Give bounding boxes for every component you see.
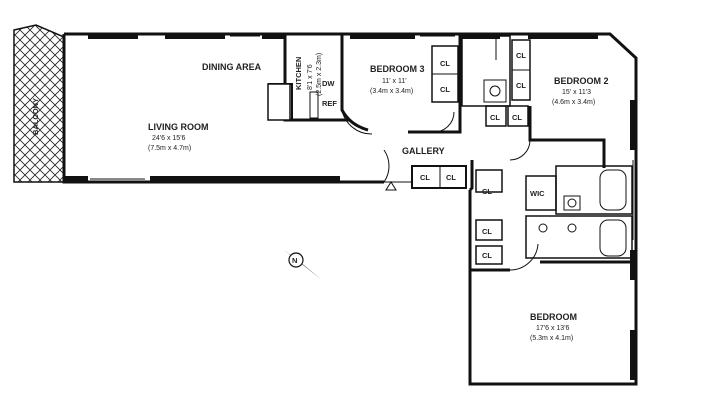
bedroom3-dimensions-ft: 11' x 11' <box>382 78 407 85</box>
kitchen-dimensions-m: (2.5m x 2.3m) <box>316 53 323 96</box>
compass-north-label: N <box>292 256 297 265</box>
living-room-label: LIVING ROOM <box>148 122 209 132</box>
closet-label: CL <box>440 85 450 94</box>
bedroom-dimensions-ft: 17'6 x 13'6 <box>536 325 570 332</box>
closet-label: CL <box>512 113 522 122</box>
bedroom3-dimensions-m: (3.4m x 3.4m) <box>370 88 413 95</box>
bedroom-label: BEDROOM <box>530 312 577 322</box>
balcony-label: BALCONY <box>31 98 40 135</box>
closet-label: CL <box>482 251 492 260</box>
balcony: BALCONY <box>13 24 65 183</box>
closet-label: CL <box>516 81 526 90</box>
closet-label: CL <box>420 173 430 182</box>
walk-in-closet-label: WIC <box>530 189 545 198</box>
closet-label: CL <box>482 227 492 236</box>
bedroom2-dimensions-m: (4.6m x 3.4m) <box>552 99 595 106</box>
dining-area-label: DINING AREA <box>202 62 262 72</box>
room-labels: DINING AREA LIVING ROOM 24'6 x 15'6 (7.5… <box>148 53 609 342</box>
kitchen-label: KITCHEN <box>294 57 303 90</box>
closet-label: CL <box>490 113 500 122</box>
living-room-dimensions-m: (7.5m x 4.7m) <box>148 145 191 152</box>
bedroom2-dimensions-ft: 15' x 11'3 <box>562 89 591 96</box>
closet-label: CL <box>440 59 450 68</box>
living-room-dimensions-ft: 24'6 x 15'6 <box>152 135 186 142</box>
gallery-label: GALLERY <box>402 146 445 156</box>
closet-label: CL <box>446 173 456 182</box>
kitchen-dimensions-ft: 8'1 x 7'6 <box>307 64 314 90</box>
dishwasher-label: DW <box>322 79 335 88</box>
interior-walls <box>267 34 636 272</box>
closet-label: CL <box>516 51 526 60</box>
closet-label: CL <box>482 187 492 196</box>
bedroom3-label: BEDROOM 3 <box>370 64 425 74</box>
bedroom-dimensions-m: (5.3m x 4.1m) <box>530 335 573 342</box>
bedroom2-label: BEDROOM 2 <box>554 76 609 86</box>
fixture-labels: DW REF WIC CL CL CL CL CL CL CL CL CL CL… <box>322 51 545 260</box>
refrigerator-label: REF <box>322 99 337 108</box>
compass-icon: N <box>284 250 322 280</box>
